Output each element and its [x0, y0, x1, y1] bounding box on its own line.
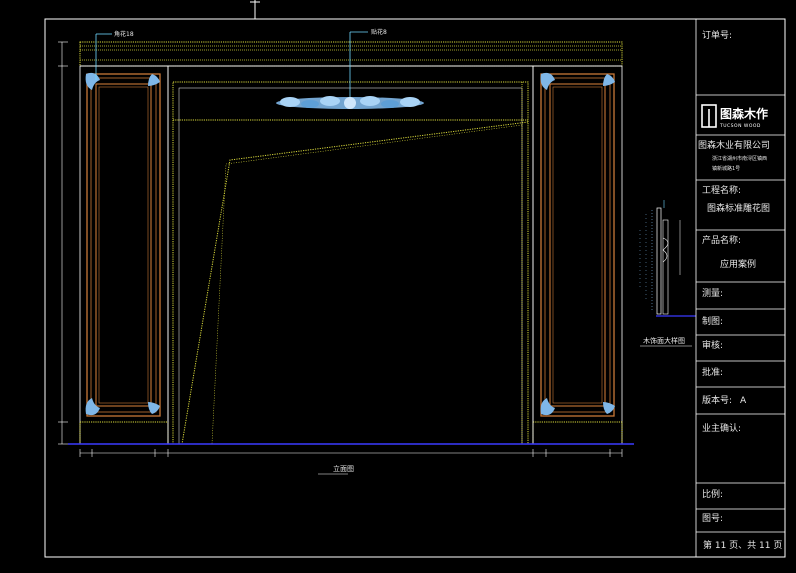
- detail-caption: 木饰面大样图: [643, 336, 685, 345]
- owner-confirm-label: 业主确认:: [702, 422, 741, 434]
- callout-center-text: 贴花8: [371, 28, 387, 36]
- right-molding-inner: [549, 83, 606, 407]
- section-detail: 木饰面大样图: [639, 200, 696, 347]
- title-block: [695, 19, 785, 557]
- product-value: 应用案例: [720, 258, 756, 270]
- elevation: 角花18 贴花8 立面图: [58, 28, 634, 475]
- left-molding-outer: [86, 73, 161, 417]
- product-label: 产品名称:: [702, 234, 741, 246]
- vertical-dimension: [58, 41, 68, 445]
- left-molding-inner: [95, 83, 152, 407]
- center-opening: [167, 65, 534, 445]
- callout-left-text: 角花18: [114, 30, 134, 38]
- brand-name: 图森木作: [720, 106, 768, 121]
- version-label: 版本号:: [702, 394, 732, 406]
- address-line-2: 镇新城路1号: [712, 165, 740, 172]
- approve-label: 批准:: [702, 366, 723, 378]
- left-skirting: [79, 421, 169, 445]
- left-pilaster: [79, 65, 169, 445]
- project-value: 图森标准雕花图: [707, 202, 770, 214]
- scale-label: 比例:: [702, 488, 723, 500]
- elevation-caption: 立面图: [333, 464, 354, 473]
- center-carving-applique: [276, 96, 424, 109]
- company-name: 图森木业有限公司: [698, 139, 770, 151]
- corner-carving-left-top: [85, 72, 160, 90]
- project-label: 工程名称:: [702, 184, 741, 196]
- version-value: A: [740, 396, 747, 406]
- corner-carving-right-top: [540, 72, 615, 90]
- review-label: 审核:: [702, 339, 723, 351]
- corner-carving-right-bottom: [540, 398, 615, 416]
- address-line-1: 浙江省湖州市南浔区镇西: [712, 155, 767, 162]
- sheet-border: [44, 18, 786, 558]
- brand-logo: 图森木作 TUCSON WOOD: [701, 104, 768, 129]
- right-skirting: [532, 421, 623, 445]
- drawing-no-label: 图号:: [702, 513, 723, 524]
- order-no-label: 订单号:: [702, 29, 732, 41]
- door-leaf-swing: [181, 121, 529, 445]
- page-info: 第 11 页、共 11 页: [703, 539, 782, 551]
- measure-label: 测量:: [702, 288, 723, 299]
- right-molding-outer: [540, 73, 615, 417]
- door-casing: [172, 81, 529, 445]
- brand-subtitle: TUCSON WOOD: [719, 123, 761, 129]
- corner-carving-left-bottom: [85, 398, 160, 416]
- drawn-label: 制图:: [702, 315, 723, 327]
- right-pilaster: [532, 65, 623, 445]
- horizontal-dimension: [79, 449, 623, 457]
